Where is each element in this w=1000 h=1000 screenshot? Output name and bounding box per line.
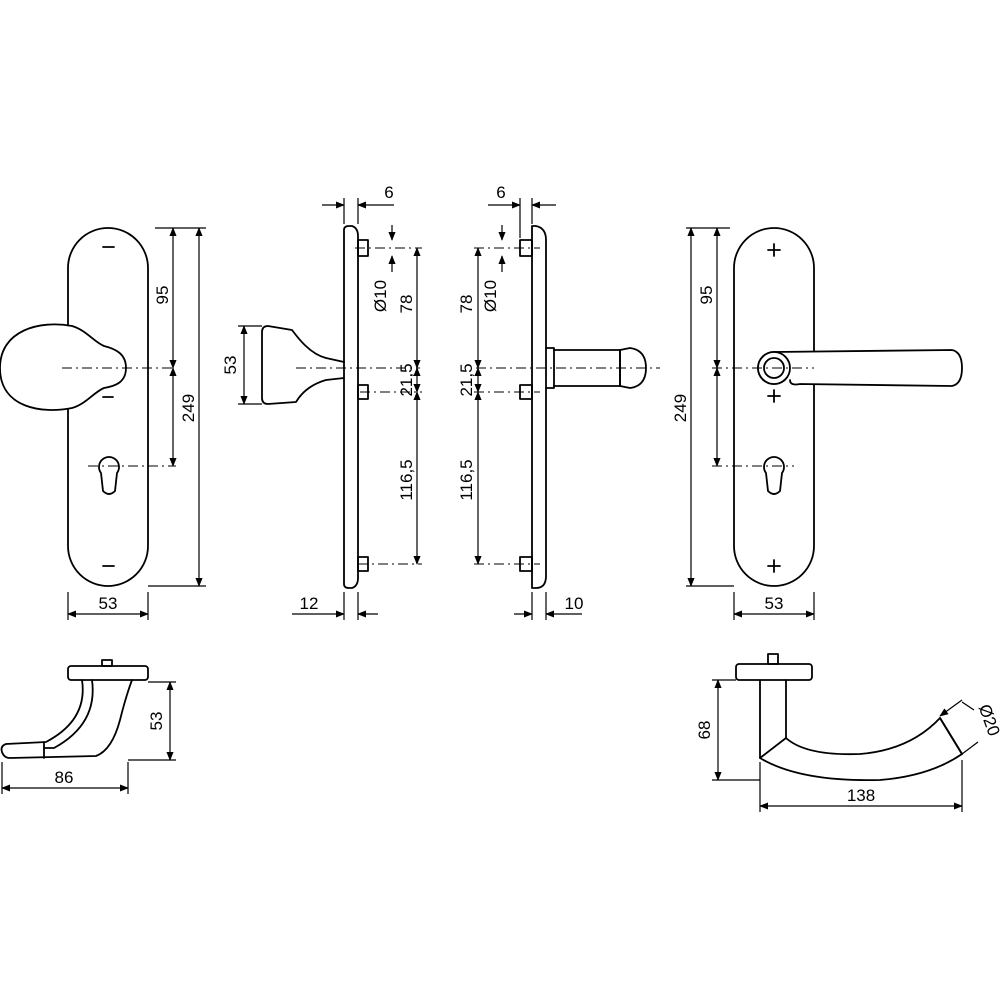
knob-top-profile: [0, 679, 133, 759]
dim-side-lever-upper: 78: [457, 295, 476, 314]
dim-knob-top-length: 86: [55, 768, 74, 787]
dim-knob-top-height: 53: [147, 712, 166, 731]
dim-side-knob-upper: 78: [397, 295, 416, 314]
lever-top-view: Ø20 68 138: [695, 653, 1000, 812]
screw-icon: [767, 389, 781, 403]
dim-side-lever-middle: 21,5: [457, 363, 476, 396]
dim-front-lever-spacing: 95: [697, 286, 716, 305]
dim-side-knob-knob: 53: [221, 356, 240, 375]
knob: [0, 323, 127, 411]
side-plate: [531, 225, 547, 589]
side-knob-view: 6 Ø10 78 21,5 116,5 53 12: [221, 183, 422, 620]
dim-side-knob-middle: 21,5: [397, 363, 416, 396]
dim-side-lever-plate: 10: [565, 594, 584, 613]
front-knob-view: 95 249 53: [0, 227, 206, 620]
dim-lever-top-length: 138: [847, 786, 875, 805]
knob-top-view: 53 86: [0, 659, 176, 794]
knob-backplate: [67, 227, 149, 587]
dim-side-lever-lower: 116,5: [457, 459, 476, 500]
dim-side-lever-offset: 6: [496, 183, 505, 202]
screw-icon: [767, 559, 781, 573]
keyhole-icon: [763, 456, 785, 495]
dim-lever-top-height: 68: [695, 721, 714, 740]
dim-side-knob-plate: 12: [300, 594, 319, 613]
lever-backplate: [733, 227, 815, 587]
front-lever-view: 95 249 53: [671, 227, 963, 620]
dim-front-lever-width: 53: [765, 594, 784, 613]
side-knob: [261, 325, 345, 405]
dim-side-knob-offset: 6: [384, 183, 393, 202]
side-plate: [343, 225, 359, 589]
lever-top-profile: [759, 679, 963, 782]
dim-side-lever-pin: Ø10: [481, 280, 500, 312]
dim-front-knob-spacing: 95: [153, 286, 172, 305]
dim-side-knob-lower: 116,5: [397, 459, 416, 500]
lever-arm: [773, 349, 963, 387]
dim-front-knob-height: 249: [179, 394, 198, 422]
dim-front-knob-width: 53: [99, 594, 118, 613]
dim-lever-top-diameter: Ø20: [975, 702, 1000, 739]
dim-front-lever-height: 249: [671, 394, 690, 422]
screw-icon: [767, 243, 781, 257]
dim-side-knob-pin: Ø10: [371, 280, 390, 312]
keyhole-icon: [98, 456, 120, 495]
side-lever-rod: [545, 347, 555, 389]
side-lever-view: 6 Ø10 78 21,5 116,5 10: [457, 183, 660, 620]
